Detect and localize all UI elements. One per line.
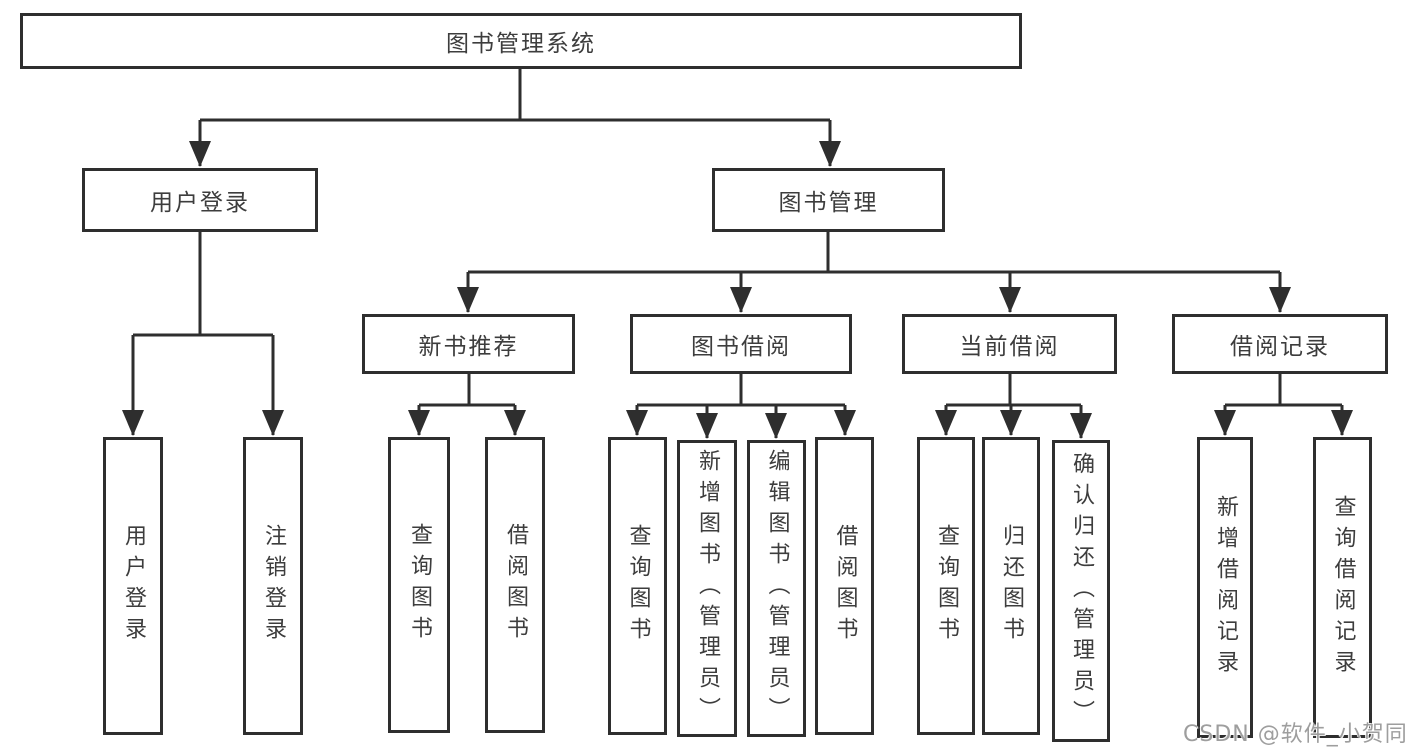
leaf-query-books-borrowing-label: 查询图书 bbox=[625, 524, 651, 648]
node-current-borrowing-label: 当前借阅 bbox=[959, 334, 1060, 360]
leaf-borrow-books-borrowing: 借阅图书 bbox=[815, 437, 874, 735]
node-book-borrowing-label: 图书借阅 bbox=[691, 334, 791, 360]
watermark-text: CSDN @软件_小贺同学 bbox=[1183, 722, 1405, 747]
leaf-query-borrow-record-label: 查询借阅记录 bbox=[1330, 494, 1356, 681]
leaf-borrow-books-recommend-label: 借阅图书 bbox=[503, 523, 528, 647]
node-book-borrowing: 图书借阅 bbox=[630, 314, 852, 374]
node-borrowing-records-label: 借阅记录 bbox=[1230, 334, 1330, 360]
node-borrowing-records: 借阅记录 bbox=[1172, 314, 1388, 374]
node-library-system-label: 图书管理系统 bbox=[446, 31, 596, 57]
node-user-login: 用户登录 bbox=[82, 168, 318, 232]
leaf-query-books-current: 查询图书 bbox=[917, 437, 975, 735]
leaf-edit-books-admin: 编辑图书（管理员） bbox=[747, 440, 806, 737]
leaf-return-books-label: 归还图书 bbox=[999, 524, 1024, 648]
leaf-add-books-admin: 新增图书（管理员） bbox=[677, 440, 737, 737]
leaf-query-books-current-label: 查询图书 bbox=[934, 524, 959, 648]
node-library-system: 图书管理系统 bbox=[20, 13, 1022, 69]
leaf-borrow-books-recommend: 借阅图书 bbox=[485, 437, 545, 733]
leaf-add-books-admin-label: 新增图书（管理员） bbox=[695, 449, 720, 728]
node-user-login-label: 用户登录 bbox=[150, 190, 250, 216]
node-book-management: 图书管理 bbox=[712, 168, 945, 232]
leaf-add-borrow-record-label: 新增借阅记录 bbox=[1213, 494, 1238, 681]
leaf-query-books-recommend: 查询图书 bbox=[388, 437, 450, 733]
leaf-user-login: 用户登录 bbox=[103, 437, 163, 735]
leaf-query-books-recommend-label: 查询图书 bbox=[407, 523, 432, 647]
leaf-edit-books-admin-label: 编辑图书（管理员） bbox=[764, 449, 790, 728]
leaf-borrow-books-borrowing-label: 借阅图书 bbox=[832, 524, 858, 648]
node-book-management-label: 图书管理 bbox=[778, 190, 879, 216]
leaf-query-borrow-record: 查询借阅记录 bbox=[1313, 437, 1372, 738]
node-new-book-recommendation-label: 新书推荐 bbox=[418, 334, 519, 360]
leaf-logout-login: 注销登录 bbox=[243, 437, 303, 735]
leaf-add-borrow-record: 新增借阅记录 bbox=[1197, 437, 1253, 738]
leaf-logout-login-label: 注销登录 bbox=[261, 524, 286, 648]
leaf-confirm-return-admin: 确认归还（管理员） bbox=[1052, 440, 1110, 742]
node-new-book-recommendation: 新书推荐 bbox=[362, 314, 575, 374]
node-current-borrowing: 当前借阅 bbox=[902, 314, 1117, 374]
leaf-user-login-label: 用户登录 bbox=[121, 524, 146, 648]
leaf-query-books-borrowing: 查询图书 bbox=[608, 437, 667, 735]
leaf-return-books: 归还图书 bbox=[982, 437, 1040, 735]
leaf-confirm-return-admin-label: 确认归还（管理员） bbox=[1069, 451, 1094, 731]
